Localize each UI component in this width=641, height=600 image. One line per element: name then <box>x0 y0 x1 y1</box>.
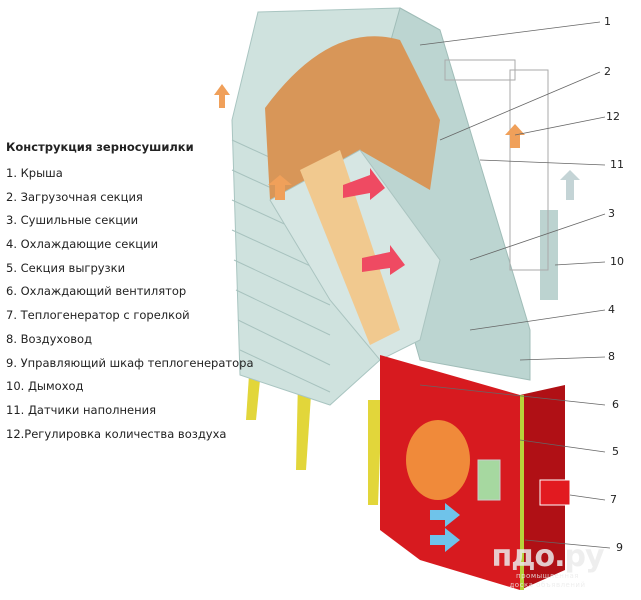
callout-lines <box>419 21 611 549</box>
callout-label: 5 <box>612 445 619 458</box>
inner-section <box>269 149 441 361</box>
callout-label: 2 <box>604 65 611 78</box>
callout-label: 12 <box>606 110 620 123</box>
legend-item: 6. Охлаждающий вентилятор <box>6 284 187 299</box>
ladder-cage <box>444 59 549 271</box>
legend-item: 3. Сушильные секции <box>6 213 139 228</box>
legend-title: Конструкция зерносушилки <box>6 140 194 154</box>
legend-item: 7. Теплогенератор с горелкой <box>6 308 190 323</box>
legend-item: 9. Управляющий шкаф теплогенератора <box>6 355 254 370</box>
legend-item: 4. Охлаждающие секции <box>6 237 159 252</box>
heat-generator <box>380 355 571 590</box>
legend-item: 8. Воздуховод <box>6 331 93 346</box>
watermark-line: промышленная <box>516 572 579 580</box>
watermark: пдо.ру промышленная доска объявлений <box>490 542 605 590</box>
air-flow-arrows <box>214 84 580 552</box>
callout-label: 9 <box>616 541 623 554</box>
callout-label: 4 <box>608 303 615 316</box>
callout-label: 11 <box>610 158 624 171</box>
legend-item: 11. Датчики наполнения <box>6 402 156 417</box>
callout-label: 7 <box>610 493 617 506</box>
legend-item: 12.Регулировка количества воздуха <box>6 426 227 441</box>
legend-item: 5. Секция выгрузки <box>6 260 126 275</box>
watermark-logo: пдо.ру <box>491 539 605 574</box>
legend-item: 1. Крыша <box>6 166 63 180</box>
callout-label: 6 <box>612 398 619 411</box>
watermark-line: доска объявлений <box>509 581 586 589</box>
flue-chimney <box>540 210 558 300</box>
callout-label: 8 <box>608 350 615 363</box>
callout-label: 1 <box>604 15 611 28</box>
legend: Конструкция зерносушилки 1. Крыша 2. Заг… <box>6 140 254 446</box>
legend-item: 2. Загрузочная секция <box>6 189 143 204</box>
callout-label: 3 <box>608 207 615 220</box>
callout-label: 10 <box>610 255 624 268</box>
legend-item: 10. Дымоход <box>6 379 84 394</box>
